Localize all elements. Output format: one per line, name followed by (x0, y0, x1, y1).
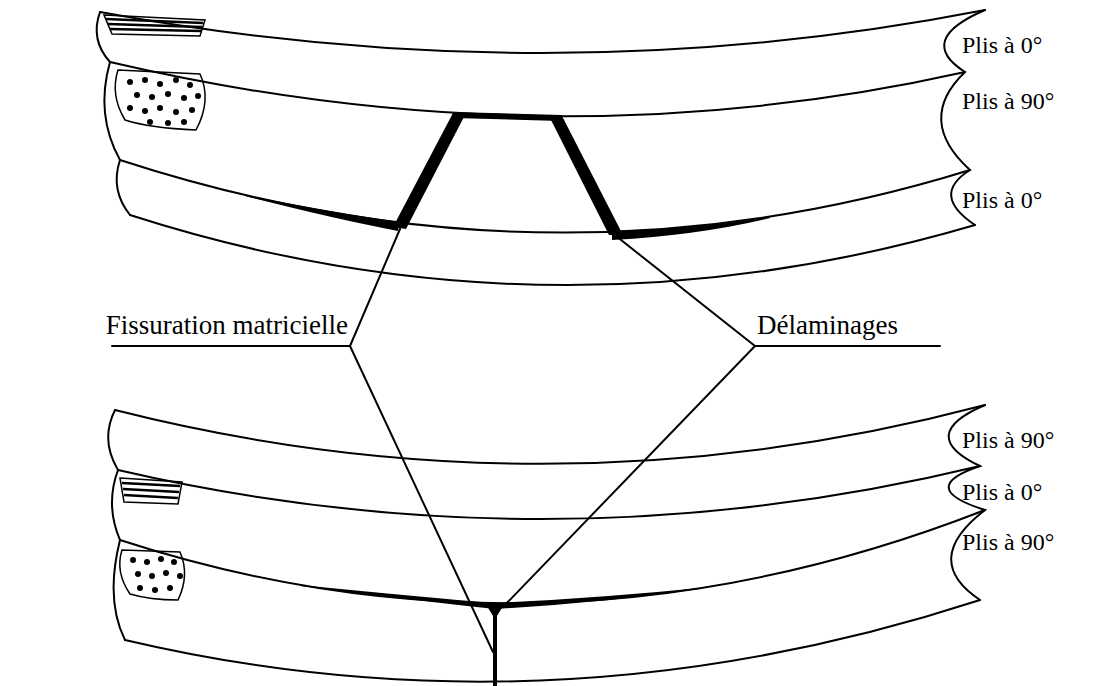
ply-interface (118, 466, 980, 519)
label-holder: Plis à 90° (962, 528, 1054, 556)
label-holder: Plis à 90° (962, 426, 1054, 454)
label-holder: Plis à 90° (962, 87, 1054, 115)
delamination (612, 217, 770, 240)
ply-label: Plis à 0° (962, 31, 1042, 59)
leader-line (350, 229, 400, 346)
matrix-crack (393, 113, 466, 229)
label-holder: Plis à 0° (962, 478, 1042, 506)
ply-label: Plis à 90° (962, 528, 1054, 556)
laminate-surface (100, 10, 985, 53)
label-holder: Fissuration matricielle (106, 310, 348, 341)
laminate-edge (108, 410, 125, 640)
fibre-symbol (120, 478, 182, 504)
ply-label: Plis à 90° (962, 87, 1054, 115)
ply-label: Plis à 0° (962, 478, 1042, 506)
leader-line (350, 346, 493, 652)
delamination (300, 585, 495, 609)
ply-interface (110, 62, 965, 116)
matrix-crack (549, 116, 623, 235)
laminate-surface (125, 600, 980, 682)
delamination (245, 195, 400, 231)
ply-label: Plis à 90° (962, 426, 1054, 454)
leader-line (616, 236, 755, 346)
label-holder: Délaminages (757, 310, 898, 341)
matrix-crack (452, 112, 562, 121)
leader-underline (755, 345, 940, 347)
callout-label: Délaminages (757, 310, 898, 341)
label-holder: Plis à 0° (962, 186, 1042, 214)
label-holder: Plis à 0° (962, 31, 1042, 59)
laminate-surface (130, 215, 975, 285)
fibre-section-symbol (115, 70, 205, 130)
leader-line (503, 346, 755, 607)
ply-interface (120, 160, 970, 233)
delamination (495, 588, 700, 609)
fibre-symbol (104, 15, 205, 36)
leader-underline (112, 345, 350, 347)
laminate-surface (115, 405, 985, 464)
callout-label: Fissuration matricielle (106, 310, 348, 341)
ply-label: Plis à 0° (962, 186, 1042, 214)
laminate-edge (97, 12, 130, 215)
fibre-section-symbol (120, 550, 185, 600)
